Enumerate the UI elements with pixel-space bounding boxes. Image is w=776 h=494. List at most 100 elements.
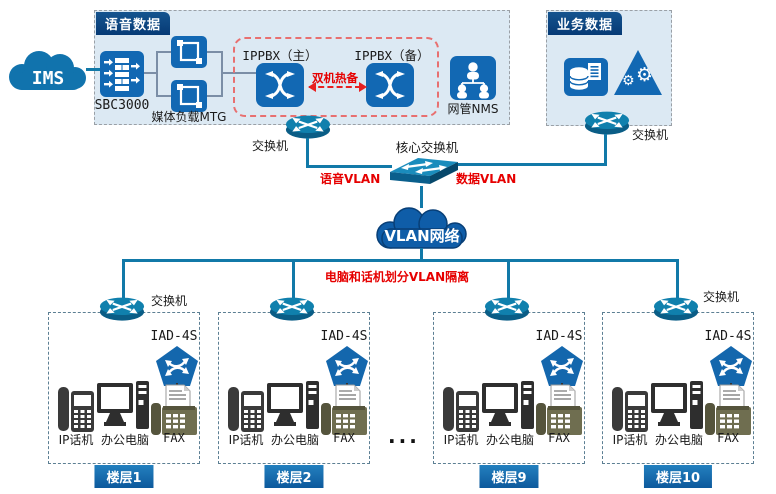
iad-pentagon-icon xyxy=(540,345,584,390)
connector xyxy=(158,95,171,97)
arrow-right-icon xyxy=(359,82,372,92)
connector xyxy=(86,68,102,71)
floor-switch-label: 交换机 xyxy=(703,290,740,304)
business-switch-label: 交换机 xyxy=(632,128,669,142)
iad-pentagon-icon xyxy=(325,345,369,390)
fax-label: FAX xyxy=(163,431,185,445)
connector xyxy=(207,51,221,53)
floor-zone-1: 交换机 IAD-4S xyxy=(48,294,200,488)
ippbx-ha-box xyxy=(233,37,439,117)
fax-icon xyxy=(536,379,582,440)
vlan-isolation-label: 电脑和话机划分VLAN隔离 xyxy=(324,270,470,284)
mtg-label: 媒体负载MTG xyxy=(151,110,227,124)
connector xyxy=(306,138,309,168)
database-icon xyxy=(564,58,608,99)
connector xyxy=(420,186,423,208)
gear-icon: ⚙ xyxy=(636,64,654,86)
ims-cloud-icon: IMS xyxy=(4,48,92,97)
floor-tag: 楼层2 xyxy=(264,465,324,488)
business-zone-tag: 业务数据 xyxy=(548,12,623,35)
floor-tag: 楼层10 xyxy=(643,465,713,488)
connector xyxy=(604,134,607,166)
floor-switch-label: 交换机 xyxy=(151,294,188,308)
floor-switch-icon xyxy=(269,296,315,327)
nms-label: 网管NMS xyxy=(447,102,499,116)
business-switch-icon xyxy=(584,110,630,141)
data-vlan-label: 数据VLAN xyxy=(456,172,517,186)
ip-phone-icon xyxy=(611,384,649,437)
office-pc-icon xyxy=(482,381,534,438)
floors-ellipsis: ... xyxy=(388,424,420,448)
voice-switch-label: 交换机 xyxy=(252,139,289,153)
connector xyxy=(455,163,607,166)
connector xyxy=(122,259,125,301)
fax-label: FAX xyxy=(333,431,355,445)
connector xyxy=(207,95,221,97)
ip-phone-icon xyxy=(57,384,95,437)
fax-icon xyxy=(321,379,367,440)
office-pc-icon xyxy=(651,381,703,438)
connector xyxy=(306,165,392,168)
fax-label: FAX xyxy=(548,431,570,445)
vlan-cloud-label: VLAN网络 xyxy=(384,227,459,245)
phone-label: IP话机 xyxy=(612,433,648,447)
bus-line xyxy=(122,259,679,262)
floor-zone-10: 交换机 IAD-4S xyxy=(602,290,754,488)
voice-vlan-label: 语音VLAN xyxy=(320,172,381,186)
connector xyxy=(292,259,295,301)
sbc-label: SBC3000 xyxy=(94,98,150,113)
phone-label: IP话机 xyxy=(443,433,479,447)
mtg-icon xyxy=(171,36,207,71)
floor-switch-icon xyxy=(484,296,530,327)
connector xyxy=(144,72,156,74)
connector xyxy=(223,72,256,74)
floor-zone-2: IAD-4S xyxy=(218,297,370,488)
arrow-left-icon xyxy=(303,82,316,92)
vlan-cloud-icon: VLAN网络 xyxy=(370,206,474,255)
connector xyxy=(676,259,679,301)
connector xyxy=(158,51,171,53)
floor-tag: 楼层9 xyxy=(479,465,539,488)
voice-zone-tag: 语音数据 xyxy=(96,12,171,35)
phone-label: IP话机 xyxy=(228,433,264,447)
phone-label: IP话机 xyxy=(58,433,94,447)
connector xyxy=(420,248,423,261)
iad-label: IAD-4S xyxy=(150,329,198,344)
iad-label: IAD-4S xyxy=(704,329,752,344)
iad-label: IAD-4S xyxy=(320,329,368,344)
gear-icon: ⚙ xyxy=(622,73,635,89)
ip-phone-icon xyxy=(442,384,480,437)
ha-label: 双机热备 xyxy=(312,71,358,85)
pc-label: 办公电脑 xyxy=(270,433,319,447)
iad-label: IAD-4S xyxy=(535,329,583,344)
ims-label: IMS xyxy=(32,68,65,89)
core-switch-label: 核心交换机 xyxy=(395,140,459,155)
fax-icon xyxy=(151,379,197,440)
floor-switch-icon xyxy=(653,296,699,327)
connector xyxy=(221,51,223,97)
connector xyxy=(156,51,158,97)
ippbx-backup-icon xyxy=(366,63,414,110)
iad-pentagon-icon xyxy=(155,345,199,390)
fax-label: FAX xyxy=(717,431,739,445)
office-pc-icon xyxy=(97,381,149,438)
office-pc-icon xyxy=(267,381,319,438)
mtg-icon xyxy=(171,80,207,115)
floor-zone-9: IAD-4S xyxy=(433,297,585,488)
iad-pentagon-icon xyxy=(709,345,753,390)
sbc-firewall-icon xyxy=(100,51,144,100)
nms-icon xyxy=(450,56,496,103)
connector xyxy=(507,259,510,301)
floor-tag: 楼层1 xyxy=(94,465,154,488)
floor-switch-icon xyxy=(99,296,145,327)
ippbx-primary-label: IPPBX（主） xyxy=(242,48,318,63)
ip-phone-icon xyxy=(227,384,265,437)
pc-label: 办公电脑 xyxy=(100,433,149,447)
ippbx-backup-label: IPPBX（备） xyxy=(354,48,430,63)
ha-arrow xyxy=(309,86,361,88)
voice-switch-icon xyxy=(285,114,331,145)
ippbx-primary-icon xyxy=(256,63,304,110)
pc-label: 办公电脑 xyxy=(654,433,703,447)
core-switch-icon xyxy=(384,150,460,191)
